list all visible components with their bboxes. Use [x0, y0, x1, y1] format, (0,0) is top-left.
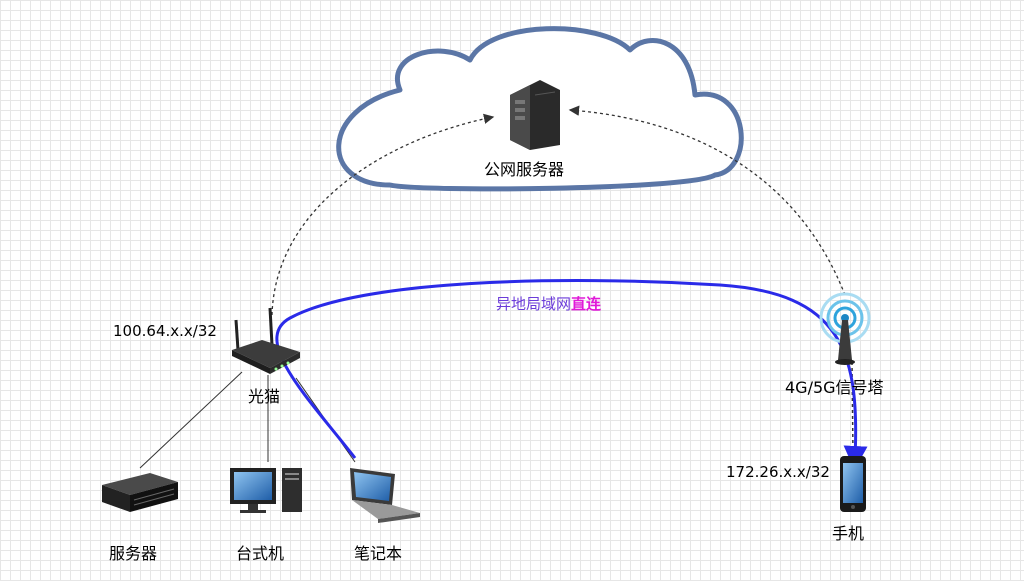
desktop-label: 台式机: [236, 544, 285, 563]
modem-label: 光猫: [248, 387, 281, 406]
desktop-icon: [230, 468, 302, 513]
phone-ip-label: 172.26.x.x/32: [726, 463, 830, 481]
laptop-label: 笔记本: [354, 544, 403, 563]
server-label: 服务器: [109, 544, 158, 563]
rack-server-icon: [102, 473, 178, 512]
link-modem-server: [139, 371, 243, 469]
signal-tower-icon: [819, 292, 871, 365]
direct-link-label-part1: 异地局域网: [496, 295, 572, 313]
tower-label: 4G/5G信号塔: [785, 378, 884, 397]
phone-label: 手机: [832, 524, 865, 543]
modem-ip-label: 100.64.x.x/32: [113, 322, 217, 340]
laptop-icon: [350, 468, 420, 523]
phone-icon: [840, 456, 866, 512]
public-server-icon: [510, 80, 560, 150]
dotted-link-modem-to-server: [271, 113, 495, 316]
direct-link-label: 异地局域网直连: [496, 293, 601, 314]
modem-icon: [232, 307, 300, 374]
dotted-link-tower-to-server: [568, 105, 846, 296]
direct-link-label-part2: 直连: [571, 295, 602, 313]
public-server-label: 公网服务器: [484, 160, 565, 179]
